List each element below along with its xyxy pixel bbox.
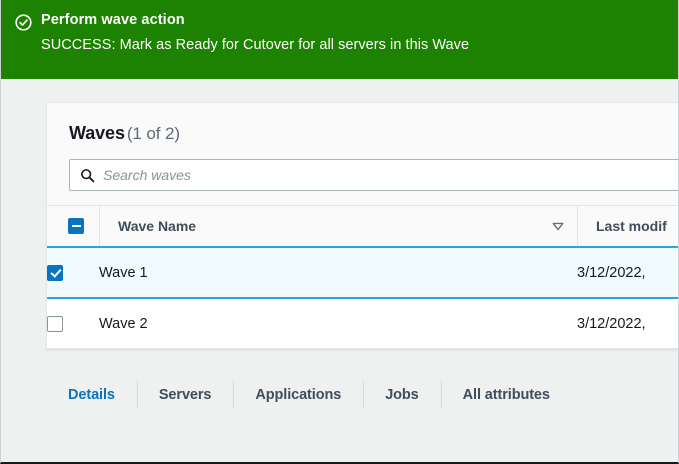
row-last-modified-cell: 3/12/2022, bbox=[577, 298, 678, 349]
column-header-last-modified[interactable]: Last modif bbox=[577, 205, 678, 248]
page-title-text: Waves bbox=[69, 123, 125, 143]
table-body: Wave 1 3/12/2022, Wave 2 3/12/2022, bbox=[47, 246, 678, 349]
search-box[interactable] bbox=[69, 159, 678, 191]
sort-descending-icon[interactable] bbox=[551, 219, 565, 233]
search-icon bbox=[80, 168, 95, 183]
tab-servers[interactable]: Servers bbox=[136, 372, 234, 418]
column-header-select bbox=[47, 205, 99, 248]
flash-message: SUCCESS: Mark as Ready for Cutover for a… bbox=[41, 37, 470, 53]
row-checkbox[interactable] bbox=[47, 264, 63, 281]
tab-applications-label: Applications bbox=[255, 387, 342, 403]
search-input[interactable] bbox=[103, 167, 670, 183]
tab-all-attributes[interactable]: All attributes bbox=[440, 372, 572, 418]
card-header: Waves(1 of 2) bbox=[47, 103, 678, 145]
flash-text-block: Perform wave action SUCCESS: Mark as Rea… bbox=[41, 11, 664, 56]
table-row[interactable]: Wave 2 3/12/2022, bbox=[47, 298, 678, 349]
tab-details-label: Details bbox=[68, 387, 115, 403]
row-checkbox[interactable] bbox=[47, 315, 63, 332]
tab-applications[interactable]: Applications bbox=[233, 372, 363, 418]
waves-table-card: Waves(1 of 2) bbox=[46, 102, 678, 350]
tab-servers-label: Servers bbox=[158, 387, 212, 403]
row-last-modified-cell: 3/12/2022, bbox=[577, 246, 678, 299]
column-header-last-modified-label: Last modif bbox=[596, 218, 667, 234]
check-circle-icon bbox=[15, 14, 32, 31]
table-row[interactable]: Wave 1 3/12/2022, bbox=[47, 246, 678, 299]
column-header-wave-name-label: Wave Name bbox=[118, 218, 197, 234]
tab-details[interactable]: Details bbox=[68, 372, 137, 418]
waves-table: Wave Name Last modif bbox=[47, 205, 678, 349]
tab-jobs[interactable]: Jobs bbox=[363, 372, 440, 418]
row-select-cell bbox=[47, 298, 99, 349]
filter-row bbox=[47, 145, 678, 205]
table-header-row: Wave Name Last modif bbox=[47, 205, 678, 248]
row-select-cell bbox=[47, 246, 99, 299]
page-title-counter: (1 of 2) bbox=[126, 124, 180, 143]
row-wave-name-cell: Wave 1 bbox=[99, 246, 577, 299]
page-title: Waves(1 of 2) bbox=[69, 122, 678, 145]
tab-all-attributes-label: All attributes bbox=[462, 387, 550, 403]
tab-jobs-label: Jobs bbox=[385, 387, 419, 403]
success-flash-banner: Perform wave action SUCCESS: Mark as Rea… bbox=[1, 0, 678, 79]
column-header-wave-name[interactable]: Wave Name bbox=[99, 205, 577, 248]
flash-title: Perform wave action bbox=[41, 12, 185, 28]
row-wave-name-cell: Wave 2 bbox=[99, 298, 577, 349]
select-all-checkbox[interactable] bbox=[68, 218, 84, 234]
detail-tabs: Details Servers Applications Jobs All at… bbox=[46, 372, 678, 418]
table-header: Wave Name Last modif bbox=[47, 205, 678, 248]
page-body: Waves(1 of 2) bbox=[1, 79, 678, 418]
